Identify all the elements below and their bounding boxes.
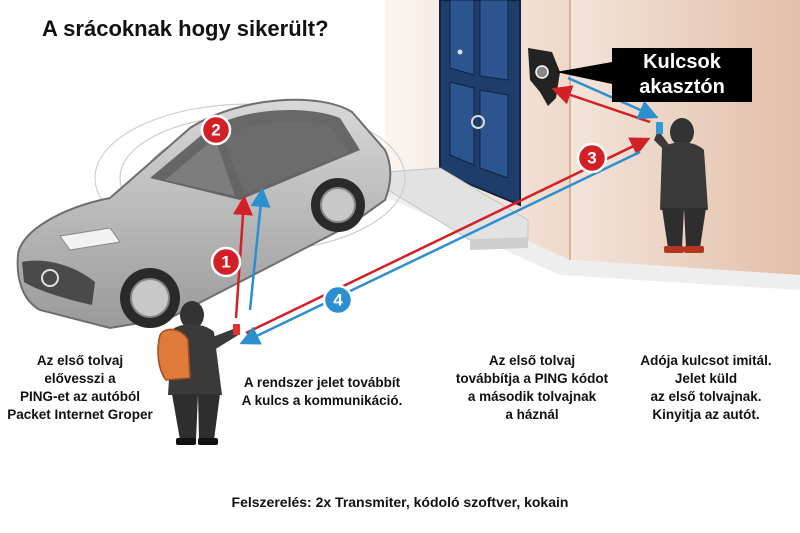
caption-line: Adója kulcsot imitál.	[640, 353, 772, 368]
caption-line: Packet Internet Groper	[7, 407, 153, 422]
step-badge-2-circle	[200, 114, 232, 146]
caption-line: az első tolvajnak.	[650, 389, 762, 404]
step-badge-3: 3	[576, 142, 608, 174]
keys-label-line-1: Kulcsok	[643, 51, 721, 73]
thief-with-backpack-icon	[157, 301, 240, 445]
caption-system: A rendszer jelet továbbít A kulcs a komm…	[222, 374, 422, 410]
step-badge-3-circle	[576, 142, 608, 174]
door-icon	[384, 0, 529, 250]
signal-arrows	[233, 76, 659, 345]
thief-with-phone-icon	[654, 118, 708, 253]
caption-line: továbbítja a PING kódot	[455, 371, 609, 386]
step-badge-2: 2	[200, 114, 232, 146]
caption-transmitter: Adója kulcsot imitál. Jelet küld az első…	[618, 352, 794, 424]
page-title: A srácoknak hogy sikerült?	[42, 16, 329, 41]
keys-label-line-2: akasztón	[639, 76, 725, 98]
caption-line: Kinyitja az autót.	[652, 407, 760, 422]
step-badge-4-circle	[322, 284, 354, 316]
equipment-footer: Felszerelés: 2x Transmiter, kódoló szoft…	[231, 494, 569, 510]
svg-text:1: 1	[221, 253, 230, 272]
caption-line: elővesszi a	[44, 371, 116, 386]
svg-text:3: 3	[587, 149, 596, 168]
caption-line: Az első tolvaj	[36, 353, 124, 368]
caption-line: A rendszer jelet továbbít	[243, 375, 401, 390]
car-icon	[16, 98, 392, 330]
svg-text:2: 2	[211, 121, 220, 140]
caption-first-thief: Az első tolvaj elővesszi a PING-et az au…	[0, 352, 160, 424]
caption-line: a második tolvajnak	[467, 389, 597, 404]
caption-line: PING-et az autóból	[19, 389, 140, 404]
caption-line: a háznál	[505, 407, 559, 422]
step-badge-1-circle	[210, 246, 242, 278]
svg-text:4: 4	[333, 291, 343, 310]
caption-line: Jelet küld	[674, 371, 738, 386]
step-badge-4: 4	[322, 284, 354, 316]
step-badge-1: 1	[210, 246, 242, 278]
caption-line: Az első tolvaj	[488, 353, 576, 368]
title-background	[16, 12, 376, 45]
caption-line: A kulcs a kommunikáció.	[241, 393, 403, 408]
caption-forward: Az első tolvaj továbbítja a PING kódot a…	[432, 352, 632, 424]
keys-on-hook-label: Kulcsok akasztón	[612, 48, 752, 102]
